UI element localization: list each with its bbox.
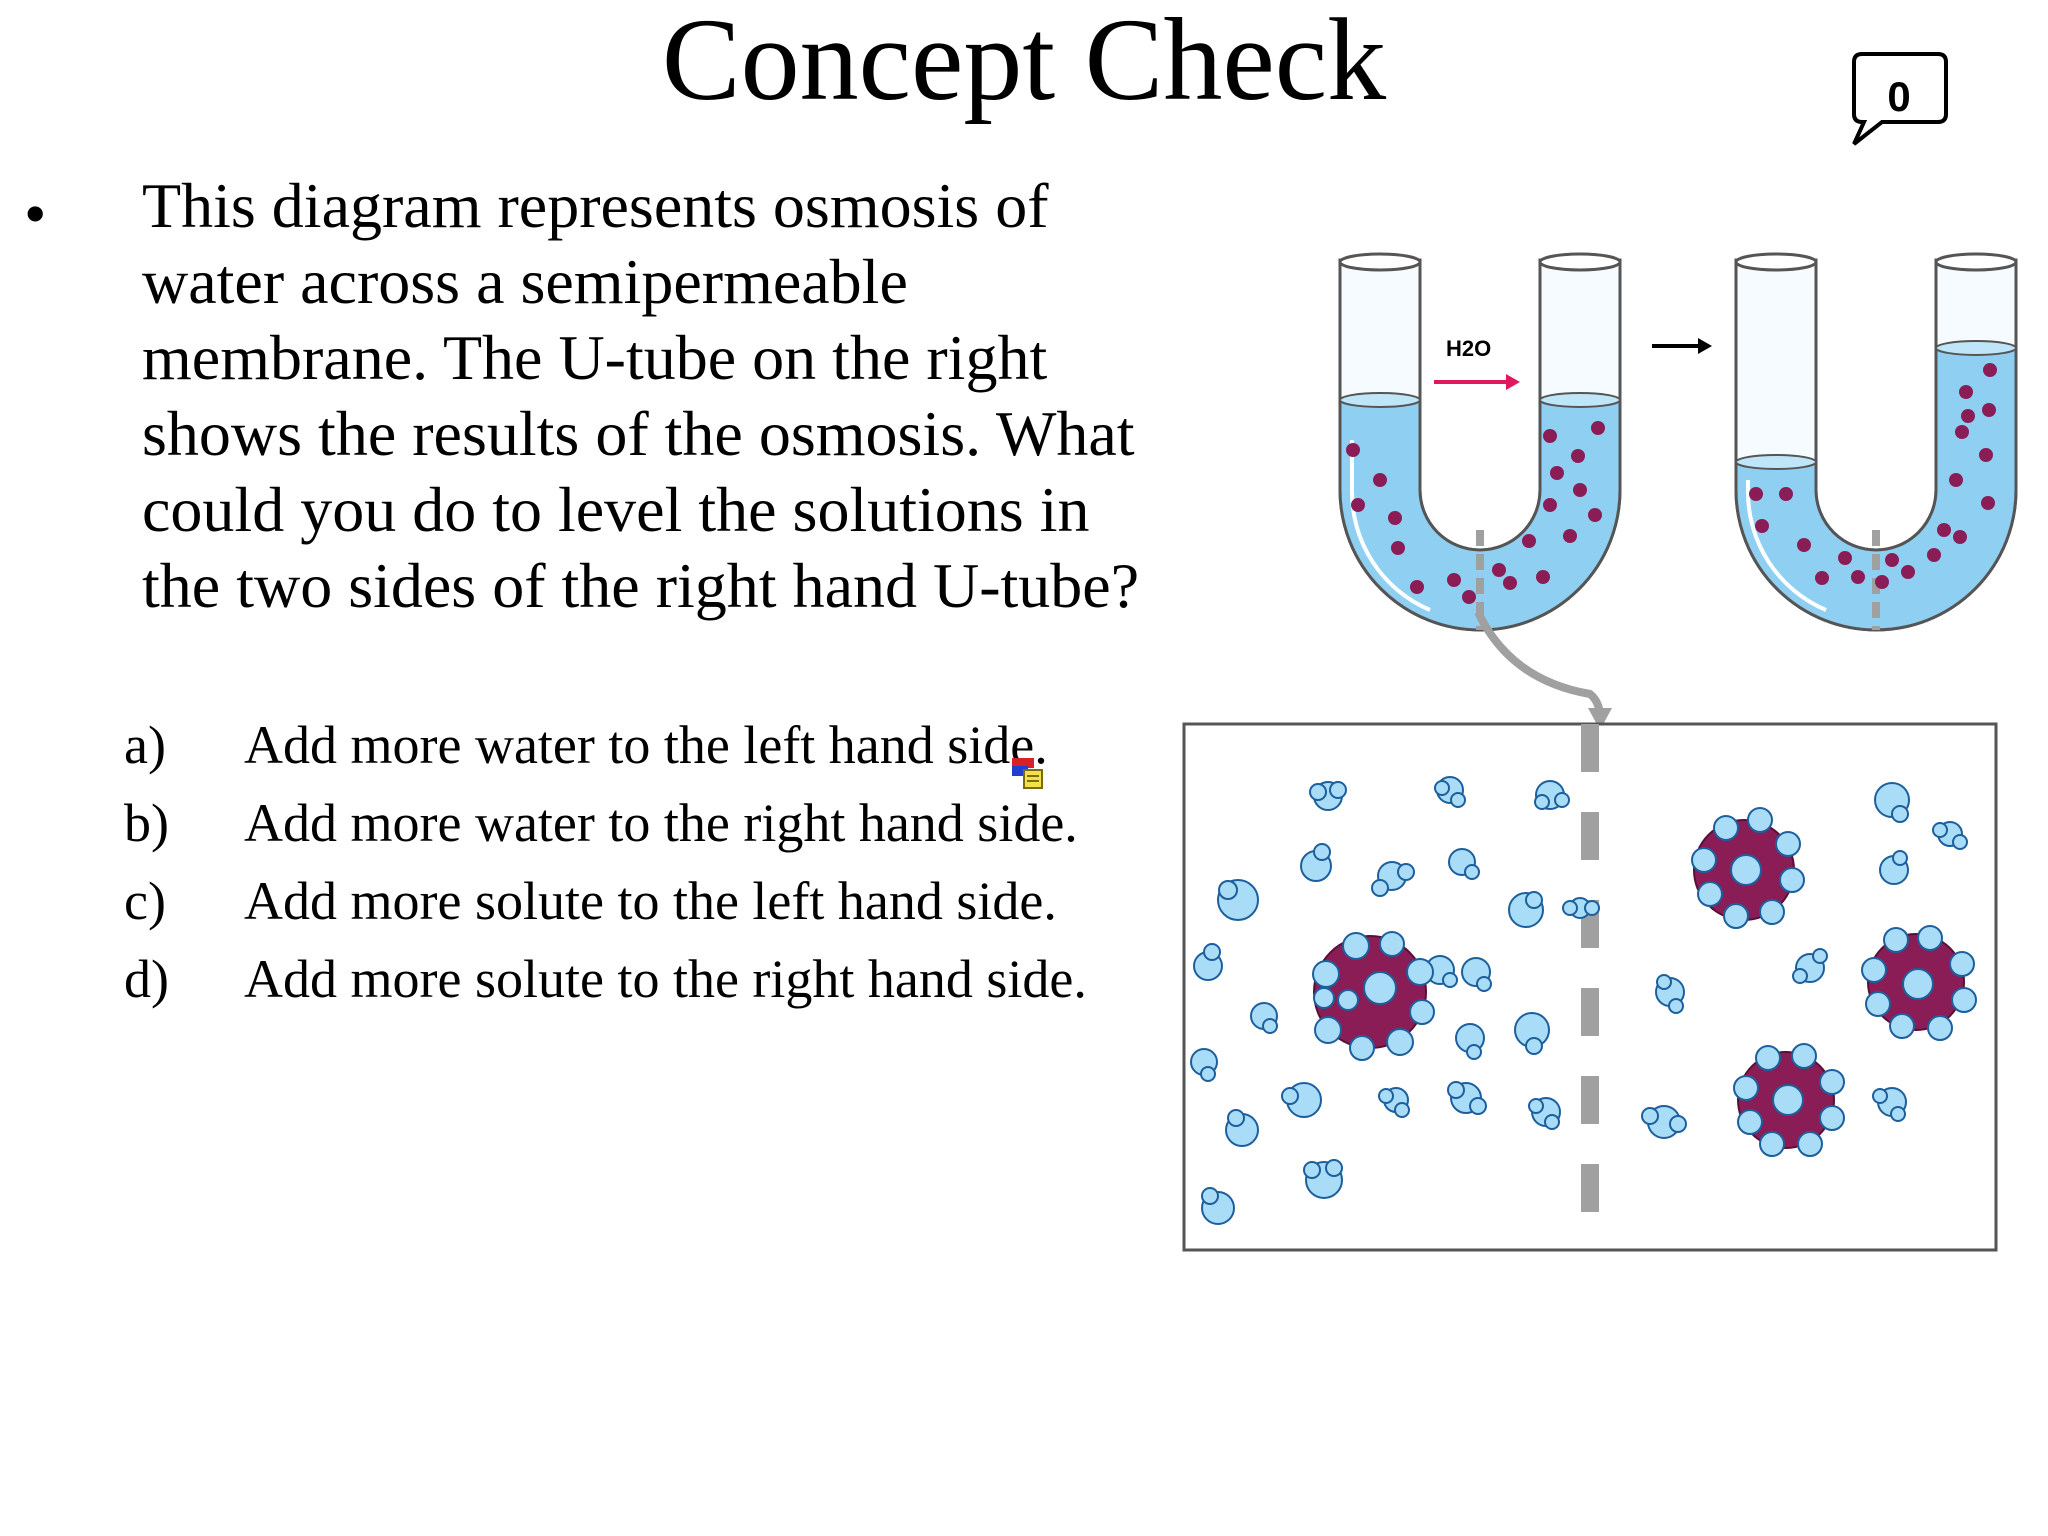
answer-text: Add more water to the left hand side. [244, 715, 1048, 775]
solute-cluster [1312, 931, 1435, 1061]
answer-list: a) Add more water to the left hand side.… [124, 706, 1184, 1018]
answer-b[interactable]: b) Add more water to the right hand side… [124, 784, 1184, 862]
answer-letter: c) [124, 871, 166, 931]
zoom-callout-arrow-icon [1474, 610, 1612, 730]
answer-c[interactable]: c) Add more solute to the left hand side… [124, 862, 1184, 940]
answer-text: Add more solute to the right hand side. [244, 949, 1087, 1009]
answer-text: Add more solute to the left hand side. [244, 871, 1057, 931]
comment-count[interactable]: 0 [1887, 73, 1911, 120]
water-molecules [1190, 776, 1968, 1225]
bullet-icon: • [24, 178, 47, 249]
result-arrow-icon [1652, 338, 1712, 354]
solute-cluster [1733, 1043, 1845, 1157]
water-flow-arrow-icon [1506, 374, 1520, 390]
question-text: This diagram represents osmosis of water… [142, 170, 1140, 621]
comment-bubble-icon[interactable] [1848, 52, 1950, 150]
answer-d[interactable]: d) Add more solute to the right hand sid… [124, 940, 1184, 1018]
solute-particles-left [1346, 421, 1605, 604]
u-tube-right [1734, 252, 2018, 632]
answer-letter: b) [124, 793, 169, 853]
u-tube-left: H2O [1338, 252, 1622, 632]
solution-left-tube [1338, 398, 1622, 632]
magnified-view [1182, 722, 1998, 1252]
solute-particles-right [1749, 363, 1997, 589]
slide-title: Concept Check [661, 0, 1387, 125]
solute-cluster [1861, 925, 1977, 1041]
solute-cluster [1691, 807, 1805, 929]
h2o-label: H2O [1446, 336, 1491, 361]
answer-a[interactable]: a) Add more water to the left hand side. [124, 706, 1184, 784]
answer-letter: a) [124, 715, 166, 775]
osmosis-diagram: H2O [1182, 252, 2018, 1252]
embedded-object-icon[interactable] [1010, 756, 1046, 792]
answer-letter: d) [124, 949, 169, 1009]
solution-right-tube [1734, 346, 2018, 632]
answer-text: Add more water to the right hand side. [244, 793, 1078, 853]
